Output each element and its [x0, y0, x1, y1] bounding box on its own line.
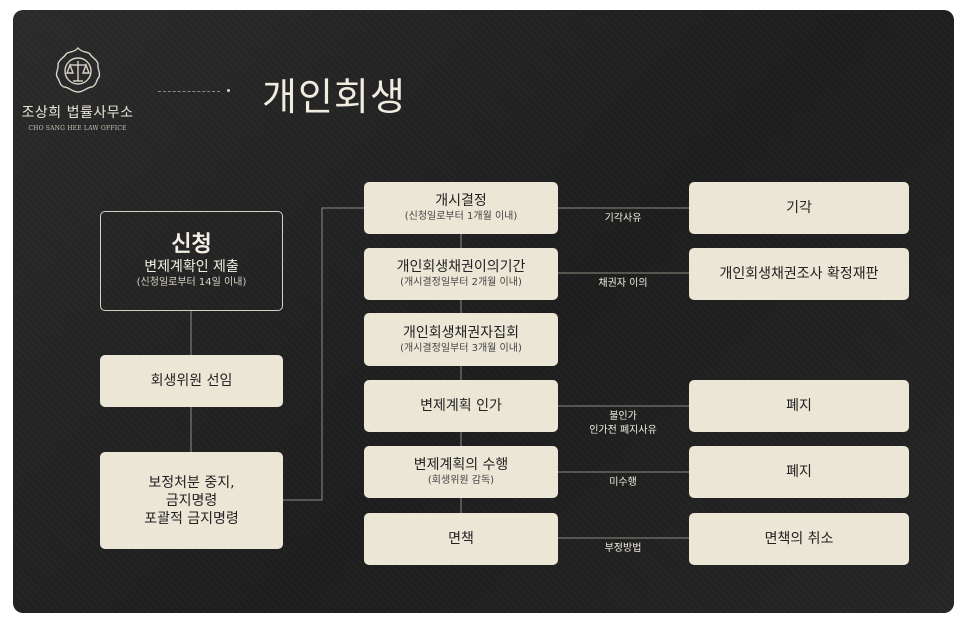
page-title: 개인회생	[262, 75, 406, 119]
outcome-abolition-1: 폐지	[689, 380, 909, 432]
step-sub: (개시결정일부터 2개월 이내)	[400, 277, 522, 288]
outcome-label: 면책의 취소	[764, 531, 834, 547]
outcome-claim-trial: 개인회생채권조사 확정재판	[689, 248, 909, 300]
connector-text: 기각사유	[604, 213, 642, 224]
connector-text: 인가전 폐지사유	[589, 425, 657, 436]
commissioner-box: 회생위원 선임	[100, 355, 283, 407]
office-name-english: CHO SANG HEE LAW OFFICE	[28, 125, 127, 132]
step-main: 변제계획의 수행	[413, 457, 509, 473]
connector-text: 채권자 이의	[598, 278, 648, 289]
outcome-discharge-revocation: 면책의 취소	[689, 513, 909, 565]
emblem-icon	[55, 46, 100, 93]
title-dot	[227, 89, 230, 92]
step-objection-period: 개인회생채권이의기간 (개시결정일부터 2개월 이내)	[364, 248, 558, 300]
preservation-box: 보정처분 중지, 금지명령 포괄적 금지명령	[100, 452, 283, 549]
step-plan-execution: 변제계획의 수행 (회생위원 감독)	[364, 446, 558, 498]
step-sub: (신청일로부터 1개월 이내)	[404, 211, 518, 222]
connector-label-dismissal-reason: 기각사유	[568, 212, 678, 226]
outcome-abolition-2: 폐지	[689, 446, 909, 498]
connector-text: 불인가	[609, 411, 637, 422]
apply-sub: (신청일로부터 14일 이내)	[136, 277, 247, 288]
connector-label-creditor-objection: 채권자 이의	[568, 277, 678, 291]
office-name-korean: 조상희 법률사무소	[21, 105, 134, 121]
connector-text: 미수행	[609, 477, 637, 488]
step-creditors-meeting: 개인회생채권자집회 (개시결정일부터 3개월 이내)	[364, 313, 558, 366]
connector-label-non-execution: 미수행	[568, 476, 678, 490]
step-plan-approval: 변제계획 인가	[364, 380, 558, 432]
step-commencement: 개시결정 (신청일로부터 1개월 이내)	[364, 182, 558, 234]
step-sub: (개시결정일부터 3개월 이내)	[400, 342, 522, 354]
outcome-label: 폐지	[786, 464, 812, 480]
connector-label-disapproval: 불인가 인가전 폐지사유	[562, 410, 684, 438]
apply-line: 변제계확인 제출	[144, 259, 239, 275]
apply-title: 신청	[171, 232, 212, 257]
outcome-dismissal: 기각	[689, 182, 909, 234]
preservation-line-2: 금지명령	[165, 492, 218, 509]
preservation-line-3: 포괄적 금지명령	[144, 510, 239, 527]
connector-label-fraud: 부정방법	[568, 542, 678, 556]
step-discharge: 면책	[364, 513, 558, 565]
step-main: 개인회생채권자집회	[403, 324, 519, 341]
outcome-label: 기각	[786, 200, 812, 216]
apply-box: 신청 변제계확인 제출 (신청일로부터 14일 이내)	[100, 211, 283, 311]
step-main: 개인회생채권이의기간	[396, 259, 526, 275]
preservation-line-1: 보정처분 중지,	[148, 474, 235, 491]
law-office-logo: 조상희 법률사무소 CHO SANG HEE LAW OFFICE	[0, 44, 155, 134]
commissioner-label: 회생위원 선임	[150, 373, 233, 389]
step-main: 변제계획 인가	[420, 398, 502, 414]
step-main: 개시결정	[435, 193, 487, 209]
outcome-label: 개인회생채권조사 확정재판	[719, 266, 879, 282]
step-main: 면책	[448, 531, 474, 547]
connector-text: 부정방법	[604, 543, 642, 554]
title-dashes	[158, 91, 220, 92]
line-left-to-middle	[282, 207, 364, 501]
step-sub: (회생위원 감독)	[427, 475, 495, 486]
outcome-label: 폐지	[786, 398, 812, 414]
